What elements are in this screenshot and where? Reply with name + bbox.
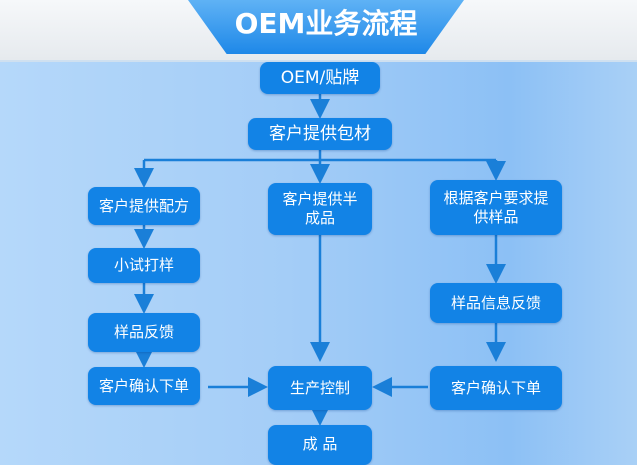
node-sample-info-feedback: 样品信息反馈: [430, 283, 562, 323]
node-oem: OEM/贴牌: [260, 62, 380, 94]
node-semi-finished: 客户提供半成品: [268, 183, 372, 235]
node-finished: 成 品: [268, 425, 372, 465]
node-production: 生产控制: [268, 366, 372, 410]
connectors: [134, 94, 506, 426]
node-confirm-right: 客户确认下单: [430, 366, 562, 410]
node-formula: 客户提供配方: [88, 187, 200, 225]
node-packaging: 客户提供包材: [248, 118, 392, 150]
node-custom-sample: 根据客户要求提供样品: [430, 180, 562, 235]
node-sample-feedback: 样品反馈: [88, 313, 200, 352]
title-banner: [188, 0, 464, 54]
node-confirm-left: 客户确认下单: [88, 367, 200, 405]
page-title: OEM业务流程: [234, 7, 418, 40]
node-trial: 小试打样: [88, 248, 200, 283]
